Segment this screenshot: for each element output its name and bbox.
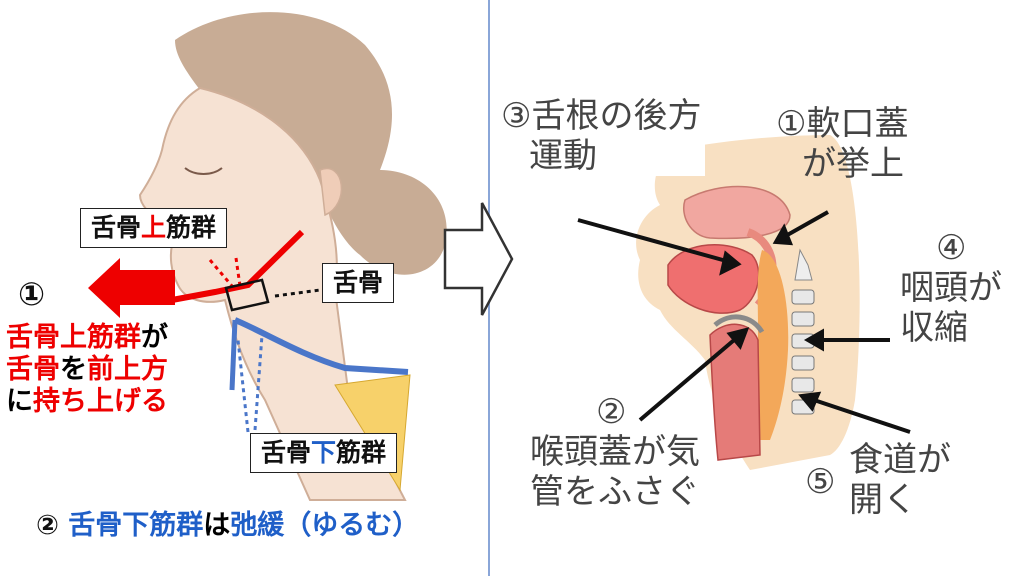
pointer-step3	[577, 218, 731, 264]
left-step1-l3-b: 持ち上げる	[33, 385, 168, 417]
pharynx	[752, 250, 789, 440]
infrahyoid-box-pre: 舌骨	[261, 438, 312, 467]
right-step2-line1: 喉頭蓋が気	[530, 432, 700, 473]
transition-arrow	[443, 202, 514, 316]
left-step2-number: ②	[36, 510, 59, 541]
right-step3-line2: 運動	[529, 136, 597, 177]
nasal-cavity	[683, 185, 791, 240]
infrahyoid-vertical	[229, 319, 238, 391]
left-step1-l1-a: 舌骨上筋群	[6, 322, 141, 353]
infrahyoid-box-mid: 下	[311, 438, 337, 467]
spine-vertebra	[791, 377, 815, 393]
right-step5-number: ⑤	[805, 462, 836, 502]
right-step5-line1: 食道が	[849, 440, 951, 480]
pointer-step2-head	[726, 327, 750, 350]
hyoid-marker	[224, 278, 270, 312]
right-step5-line2: 開く	[849, 480, 917, 521]
hyoid-label: 舌骨	[333, 268, 384, 297]
pointer-step5	[807, 396, 911, 434]
right-step3-line1: ③舌根の後方	[501, 96, 702, 136]
eye-shape	[184, 167, 223, 175]
spine-vertebra	[791, 289, 815, 305]
left-step1-text: 舌骨上筋群が 舌骨を前上方 に持ち上げる	[6, 322, 168, 418]
left-step1-l1-b: が	[141, 322, 168, 353]
suprahyoid-box-post: 筋群	[166, 213, 217, 242]
transition-arrow-shape	[443, 202, 514, 316]
pointer-step1-head	[772, 223, 794, 246]
right-step1-line2: が挙上	[802, 144, 904, 185]
spine-vertebra	[791, 311, 815, 327]
right-step4-line2: 収縮	[900, 308, 968, 349]
right-step2-number: ②	[596, 392, 627, 432]
suprahyoid-box-pre: 舌骨	[91, 213, 142, 242]
left-step2-b: は	[203, 510, 231, 541]
left-step1-l2-b: を	[60, 353, 87, 385]
ear-shape	[319, 167, 342, 217]
suprahyoid-box-mid: 上	[141, 213, 167, 242]
right-step1-line1: ①軟口蓋	[776, 104, 909, 144]
left-step1-l2-a: 舌骨	[6, 353, 60, 385]
pointer-step2	[638, 333, 742, 422]
pointer-step4-head	[803, 328, 824, 352]
hair-shape	[175, 12, 447, 275]
spine-vertebra-top	[794, 248, 813, 281]
left-step1-l2-c: 前上方	[87, 353, 168, 385]
pointer-step3-head	[719, 250, 742, 276]
infrahyoid-line	[233, 317, 409, 375]
right-step4-label: ④ 咽頭が 収縮	[900, 228, 1002, 348]
pointer-step1	[781, 210, 829, 240]
right-step4-number: ④	[936, 228, 967, 268]
right-step5-label: ⑤ 食道が 開く	[805, 440, 951, 520]
hyoid-label-box: 舌骨	[322, 263, 395, 303]
left-step1-number: ①	[18, 275, 46, 313]
right-step3-label: ③舌根の後方 運動	[497, 96, 706, 177]
right-step2-label: ② 喉頭蓋が気 管をふさぐ	[530, 392, 700, 512]
suprahyoid-muscle-box: 舌骨上筋群	[80, 208, 228, 248]
right-step2-line2: 管をふさぐ	[530, 472, 700, 513]
epiglottis	[713, 314, 765, 334]
forward-arrow	[88, 258, 175, 318]
infrahyoid-box-post: 筋群	[336, 438, 387, 467]
pointer-step5-head	[798, 391, 822, 412]
left-step2-text: ② 舌骨下筋群は弛緩（ゆるむ）	[36, 510, 419, 542]
right-step1-label: ①軟口蓋 が挙上	[776, 104, 908, 184]
infrahyoid-muscle-box: 舌骨下筋群	[250, 433, 398, 473]
left-step2-a: 舌骨下筋群	[68, 510, 204, 541]
right-step4-line1: 咽頭が	[900, 268, 1002, 309]
spine-vertebra	[791, 355, 815, 371]
trachea	[709, 323, 761, 461]
left-step1-l3-a: に	[6, 385, 33, 417]
head-neck-illustration	[88, 12, 447, 501]
throat-cross-section	[577, 135, 911, 470]
red-dotted-arrow-1	[208, 259, 234, 287]
left-step2-c: 弛緩（ゆるむ）	[230, 510, 420, 541]
suprahyoid-line	[171, 229, 305, 303]
